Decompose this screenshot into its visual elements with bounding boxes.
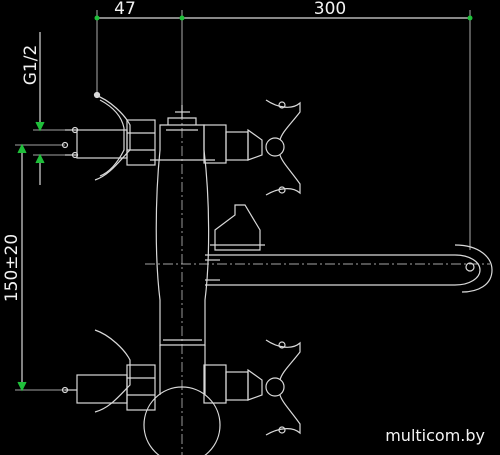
dimension-300: 300: [314, 0, 346, 19]
top-dimension-line: [93, 10, 473, 250]
upper-left-flange: [65, 94, 156, 181]
lower-right-valve: [203, 339, 301, 436]
dimension-thread: G1/2: [21, 45, 41, 86]
bottom-nut: [143, 345, 221, 455]
faucet-body: [150, 105, 215, 346]
diverter-lever: [210, 204, 265, 251]
dimension-height: 150±20: [2, 234, 22, 302]
upper-right-valve: [203, 99, 301, 196]
dimension-47: 47: [114, 0, 136, 19]
spout: [145, 244, 493, 293]
lower-left-flange: [61, 329, 156, 413]
height-dimension-line: [15, 141, 69, 392]
watermark: multicom.by: [385, 426, 485, 445]
